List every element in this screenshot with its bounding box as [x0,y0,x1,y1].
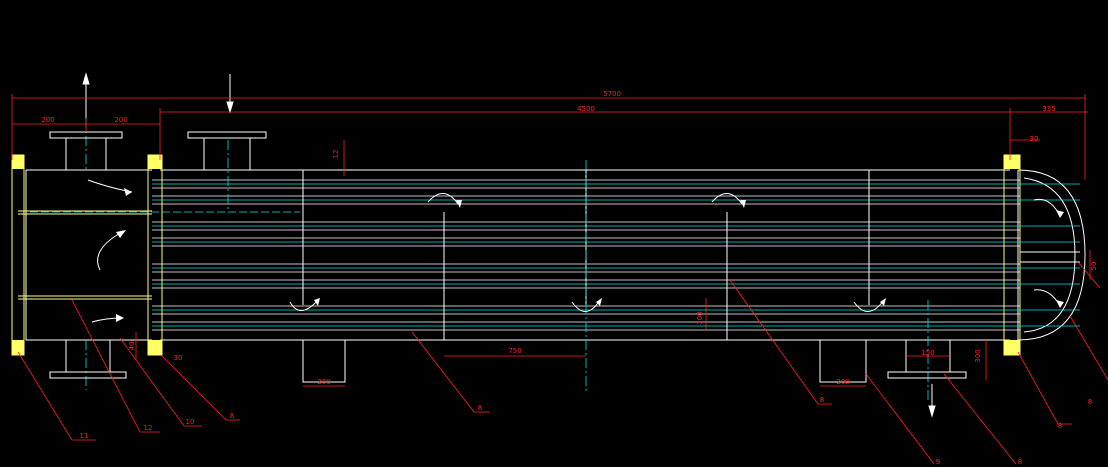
dim-shell-offset: 30 [1030,135,1039,143]
part-label: 9 [936,458,940,466]
nozzles [49,131,967,383]
dim-nozzle-right: 150 [921,349,934,357]
dim-channel-right: 200 [114,116,127,124]
dim-tubesheet-offset: 30 [174,354,183,362]
dim-vertical-mid: 100 [696,311,704,324]
part-label: 8 [230,412,234,420]
dimension-lines [11,94,1091,387]
flange-bolts [12,155,1020,355]
dim-head-length: 335 [1042,105,1055,113]
flow-arrowheads [116,188,1064,322]
shell-outline [25,169,1086,341]
leader-lines [17,261,1108,465]
part-label: 8 [1058,422,1062,430]
baffle-centerlines [85,118,929,400]
tube-centerlines [30,183,1080,327]
dim-vertical-right-small: 50 [1090,262,1098,271]
part-label: 8 [820,396,824,404]
part-label: 12 [144,424,153,432]
dim-baffle-spacing: 750 [508,347,521,355]
dim-saddle-left: 200 [317,378,330,386]
part-label: 10 [186,418,195,426]
dim-tube-length: 4500 [577,105,595,113]
part-label: 8 [1088,398,1092,406]
dim-overall-length: 5700 [603,90,621,98]
flow-arrows [87,179,1061,323]
dim-saddle-right: 200 [836,378,849,386]
nozzle-flow-arrows [82,72,936,418]
dim-shell-top: 12 [332,150,340,159]
dim-vertical-small: 40 [128,342,136,351]
dim-channel-left: 200 [41,116,54,124]
channel-partition [18,210,152,300]
part-label: 11 [80,432,89,440]
dim-vertical-right: 300 [974,349,982,362]
part-label: 8 [1018,458,1022,466]
part-label: 8 [478,404,482,412]
